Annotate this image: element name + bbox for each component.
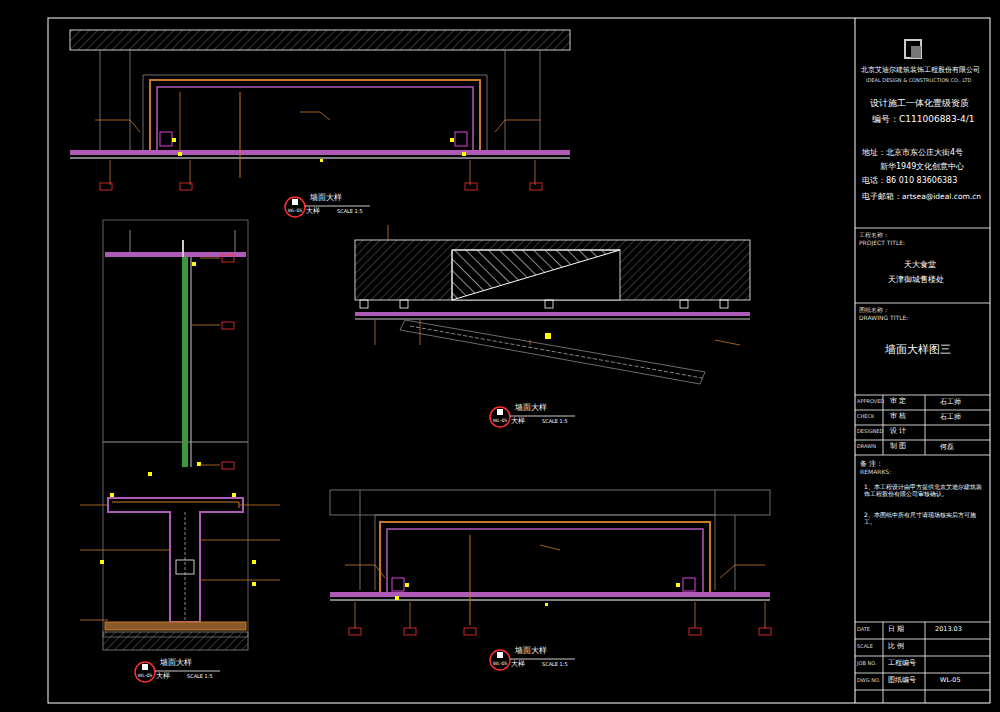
title-block-text: 石工师 <box>940 398 961 406</box>
project-title: 天大食堂 <box>904 260 936 269</box>
title-block-text: REMARKS: <box>860 469 891 476</box>
detail-mark-text: 大样 <box>511 418 525 425</box>
title-block-text: 审 核 <box>890 413 906 420</box>
detail-mark-text: 墙面大样 <box>310 193 342 202</box>
address: 新华1949文化创意中心 <box>880 162 964 171</box>
title-block-text: 1、本工程设计由甲方提供北京艾迪尔建筑装饰工程股份有限公司审核确认。 <box>864 484 982 498</box>
field-label: 图纸名称： <box>859 307 889 314</box>
address: 地址：北京市东公庄大街4号 <box>862 148 963 157</box>
phone: 电话：86 010 83606383 <box>862 176 957 185</box>
title-block-text: 制 图 <box>890 443 906 450</box>
title-block-text: JOB NO. <box>857 661 877 667</box>
detail-mark-text: 墙面大样 <box>515 403 547 412</box>
detail-mark-text: 墙面大样 <box>515 646 547 655</box>
license-number: 编号：C111006883-4/1 <box>872 114 975 124</box>
title-block-text: 工程编号 <box>888 660 916 667</box>
title-block-text: CHECK <box>857 414 874 420</box>
title-block-text: 2013.03 <box>935 626 962 633</box>
drawing-title: 墙面大样图三 <box>885 344 951 357</box>
detail-mark-text: WL-05 <box>138 673 153 678</box>
title-block-text: 备 注： <box>860 460 883 468</box>
title-block-text: SCALE <box>857 644 873 650</box>
field-label: PROJECT TITLE: <box>859 240 905 247</box>
detail-mark-text: WL-05 <box>288 208 303 213</box>
title-block-text: 比 例 <box>888 643 904 650</box>
title-block-text: APPROVED <box>857 399 884 405</box>
detail-mark-text: SCALE 1:5 <box>187 674 213 680</box>
detail-mark-text: SCALE 1:5 <box>542 662 568 668</box>
project-title: 天津御城售楼处 <box>888 275 944 284</box>
title-block-text: 设 计 <box>890 428 906 435</box>
title-block-text: 图纸编号 <box>888 677 916 684</box>
title-block-text: DRAWN <box>857 444 876 450</box>
field-label: DRAWING TITLE: <box>859 315 908 322</box>
title-block-text: DESIGNED <box>857 429 883 435</box>
detail-mark-text: WL-05 <box>493 661 508 666</box>
detail-mark-text: WL-05 <box>493 418 508 423</box>
qualification: 设计施工一体化壹级资质 <box>870 98 969 108</box>
title-block-text: 何磊 <box>940 443 954 451</box>
title-block-text: 2、本图纸中所有尺寸请现场核实后方可施工。 <box>864 512 982 526</box>
title-block-text: 日 期 <box>888 626 904 633</box>
company-name: 北京艾迪尔建筑装饰工程股份有限公司 <box>861 66 980 74</box>
detail-mark-text: SCALE 1:5 <box>542 419 568 425</box>
company-name-en: IDEAL DESIGN & CONSTRUCTION CO., LTD <box>866 78 971 84</box>
field-label: 工程名称： <box>859 232 889 239</box>
title-block-text: DWG NO. <box>857 678 880 684</box>
detail-mark-text: 墙面大样 <box>160 658 192 667</box>
detail-mark-text: 大样 <box>306 208 320 215</box>
detail-mark-text: 大样 <box>511 661 525 668</box>
title-block-text: 石工师 <box>940 413 961 421</box>
title-block-text: DATE <box>857 627 870 633</box>
detail-mark-text: SCALE 1:5 <box>337 209 363 215</box>
title-block-text: 审 定 <box>890 398 906 405</box>
title-block-text: WL-05 <box>940 677 961 684</box>
detail-mark-text: 大样 <box>156 673 170 680</box>
email: 电子邮箱：artsea@ideal.com.cn <box>862 193 981 202</box>
